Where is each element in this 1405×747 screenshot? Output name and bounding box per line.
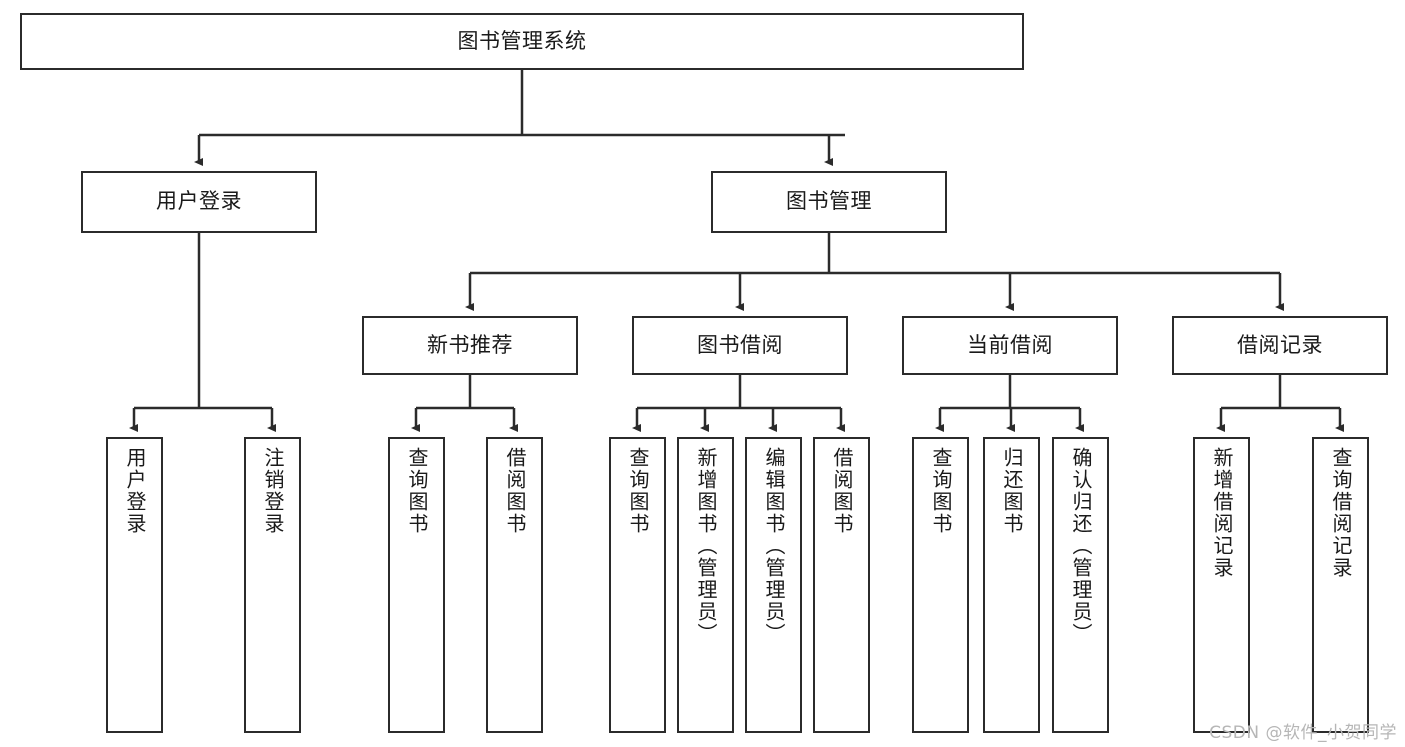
node-leaf-edit-book[interactable]: 编辑图书（管理员） xyxy=(745,437,802,733)
node-root[interactable]: 图书管理系统 xyxy=(20,13,1024,70)
node-leaf-borrow-book-1-label: 借阅图书 xyxy=(503,447,527,535)
node-leaf-borrow-book-2[interactable]: 借阅图书 xyxy=(813,437,870,733)
node-book-management-label: 图书管理 xyxy=(786,189,872,214)
node-book-management[interactable]: 图书管理 xyxy=(711,171,947,233)
node-current-borrow-label: 当前借阅 xyxy=(967,332,1053,357)
csdn-watermark: CSDN @软件_小贺同学 xyxy=(1209,723,1397,743)
node-leaf-confirm-return-label: 确认归还（管理员） xyxy=(1069,447,1093,645)
node-leaf-query-book-3-label: 查询图书 xyxy=(929,447,953,535)
node-book-borrow-label: 图书借阅 xyxy=(697,332,783,357)
node-root-label: 图书管理系统 xyxy=(457,28,587,53)
node-leaf-return-book-label: 归还图书 xyxy=(1000,447,1024,535)
node-leaf-query-book-3[interactable]: 查询图书 xyxy=(912,437,969,733)
node-borrow-record-label: 借阅记录 xyxy=(1237,332,1323,357)
node-leaf-edit-book-label: 编辑图书（管理员） xyxy=(762,447,786,645)
node-leaf-query-book-1-label: 查询图书 xyxy=(405,447,429,535)
node-leaf-query-book-1[interactable]: 查询图书 xyxy=(388,437,445,733)
node-leaf-user-login[interactable]: 用户登录 xyxy=(106,437,163,733)
node-leaf-user-login-label: 用户登录 xyxy=(123,447,147,535)
node-leaf-add-book-label: 新增图书（管理员） xyxy=(694,447,718,645)
node-leaf-confirm-return[interactable]: 确认归还（管理员） xyxy=(1052,437,1109,733)
node-leaf-add-borrow-record-label: 新增借阅记录 xyxy=(1210,447,1234,579)
node-leaf-logout-label: 注销登录 xyxy=(261,447,285,535)
node-user-login-label: 用户登录 xyxy=(156,189,242,214)
node-user-login[interactable]: 用户登录 xyxy=(81,171,317,233)
node-borrow-record[interactable]: 借阅记录 xyxy=(1172,316,1388,375)
node-leaf-query-book-2-label: 查询图书 xyxy=(626,447,650,535)
node-leaf-borrow-book-2-label: 借阅图书 xyxy=(830,447,854,535)
node-leaf-logout[interactable]: 注销登录 xyxy=(244,437,301,733)
node-book-borrow[interactable]: 图书借阅 xyxy=(632,316,848,375)
node-leaf-query-borrow-record-label: 查询借阅记录 xyxy=(1329,447,1353,579)
node-leaf-add-borrow-record[interactable]: 新增借阅记录 xyxy=(1193,437,1250,733)
node-current-borrow[interactable]: 当前借阅 xyxy=(902,316,1118,375)
node-leaf-add-book[interactable]: 新增图书（管理员） xyxy=(677,437,734,733)
node-leaf-query-borrow-record[interactable]: 查询借阅记录 xyxy=(1312,437,1369,733)
node-leaf-borrow-book-1[interactable]: 借阅图书 xyxy=(486,437,543,733)
node-new-book-recommend[interactable]: 新书推荐 xyxy=(362,316,578,375)
node-leaf-query-book-2[interactable]: 查询图书 xyxy=(609,437,666,733)
node-leaf-return-book[interactable]: 归还图书 xyxy=(983,437,1040,733)
node-new-book-recommend-label: 新书推荐 xyxy=(427,332,513,357)
